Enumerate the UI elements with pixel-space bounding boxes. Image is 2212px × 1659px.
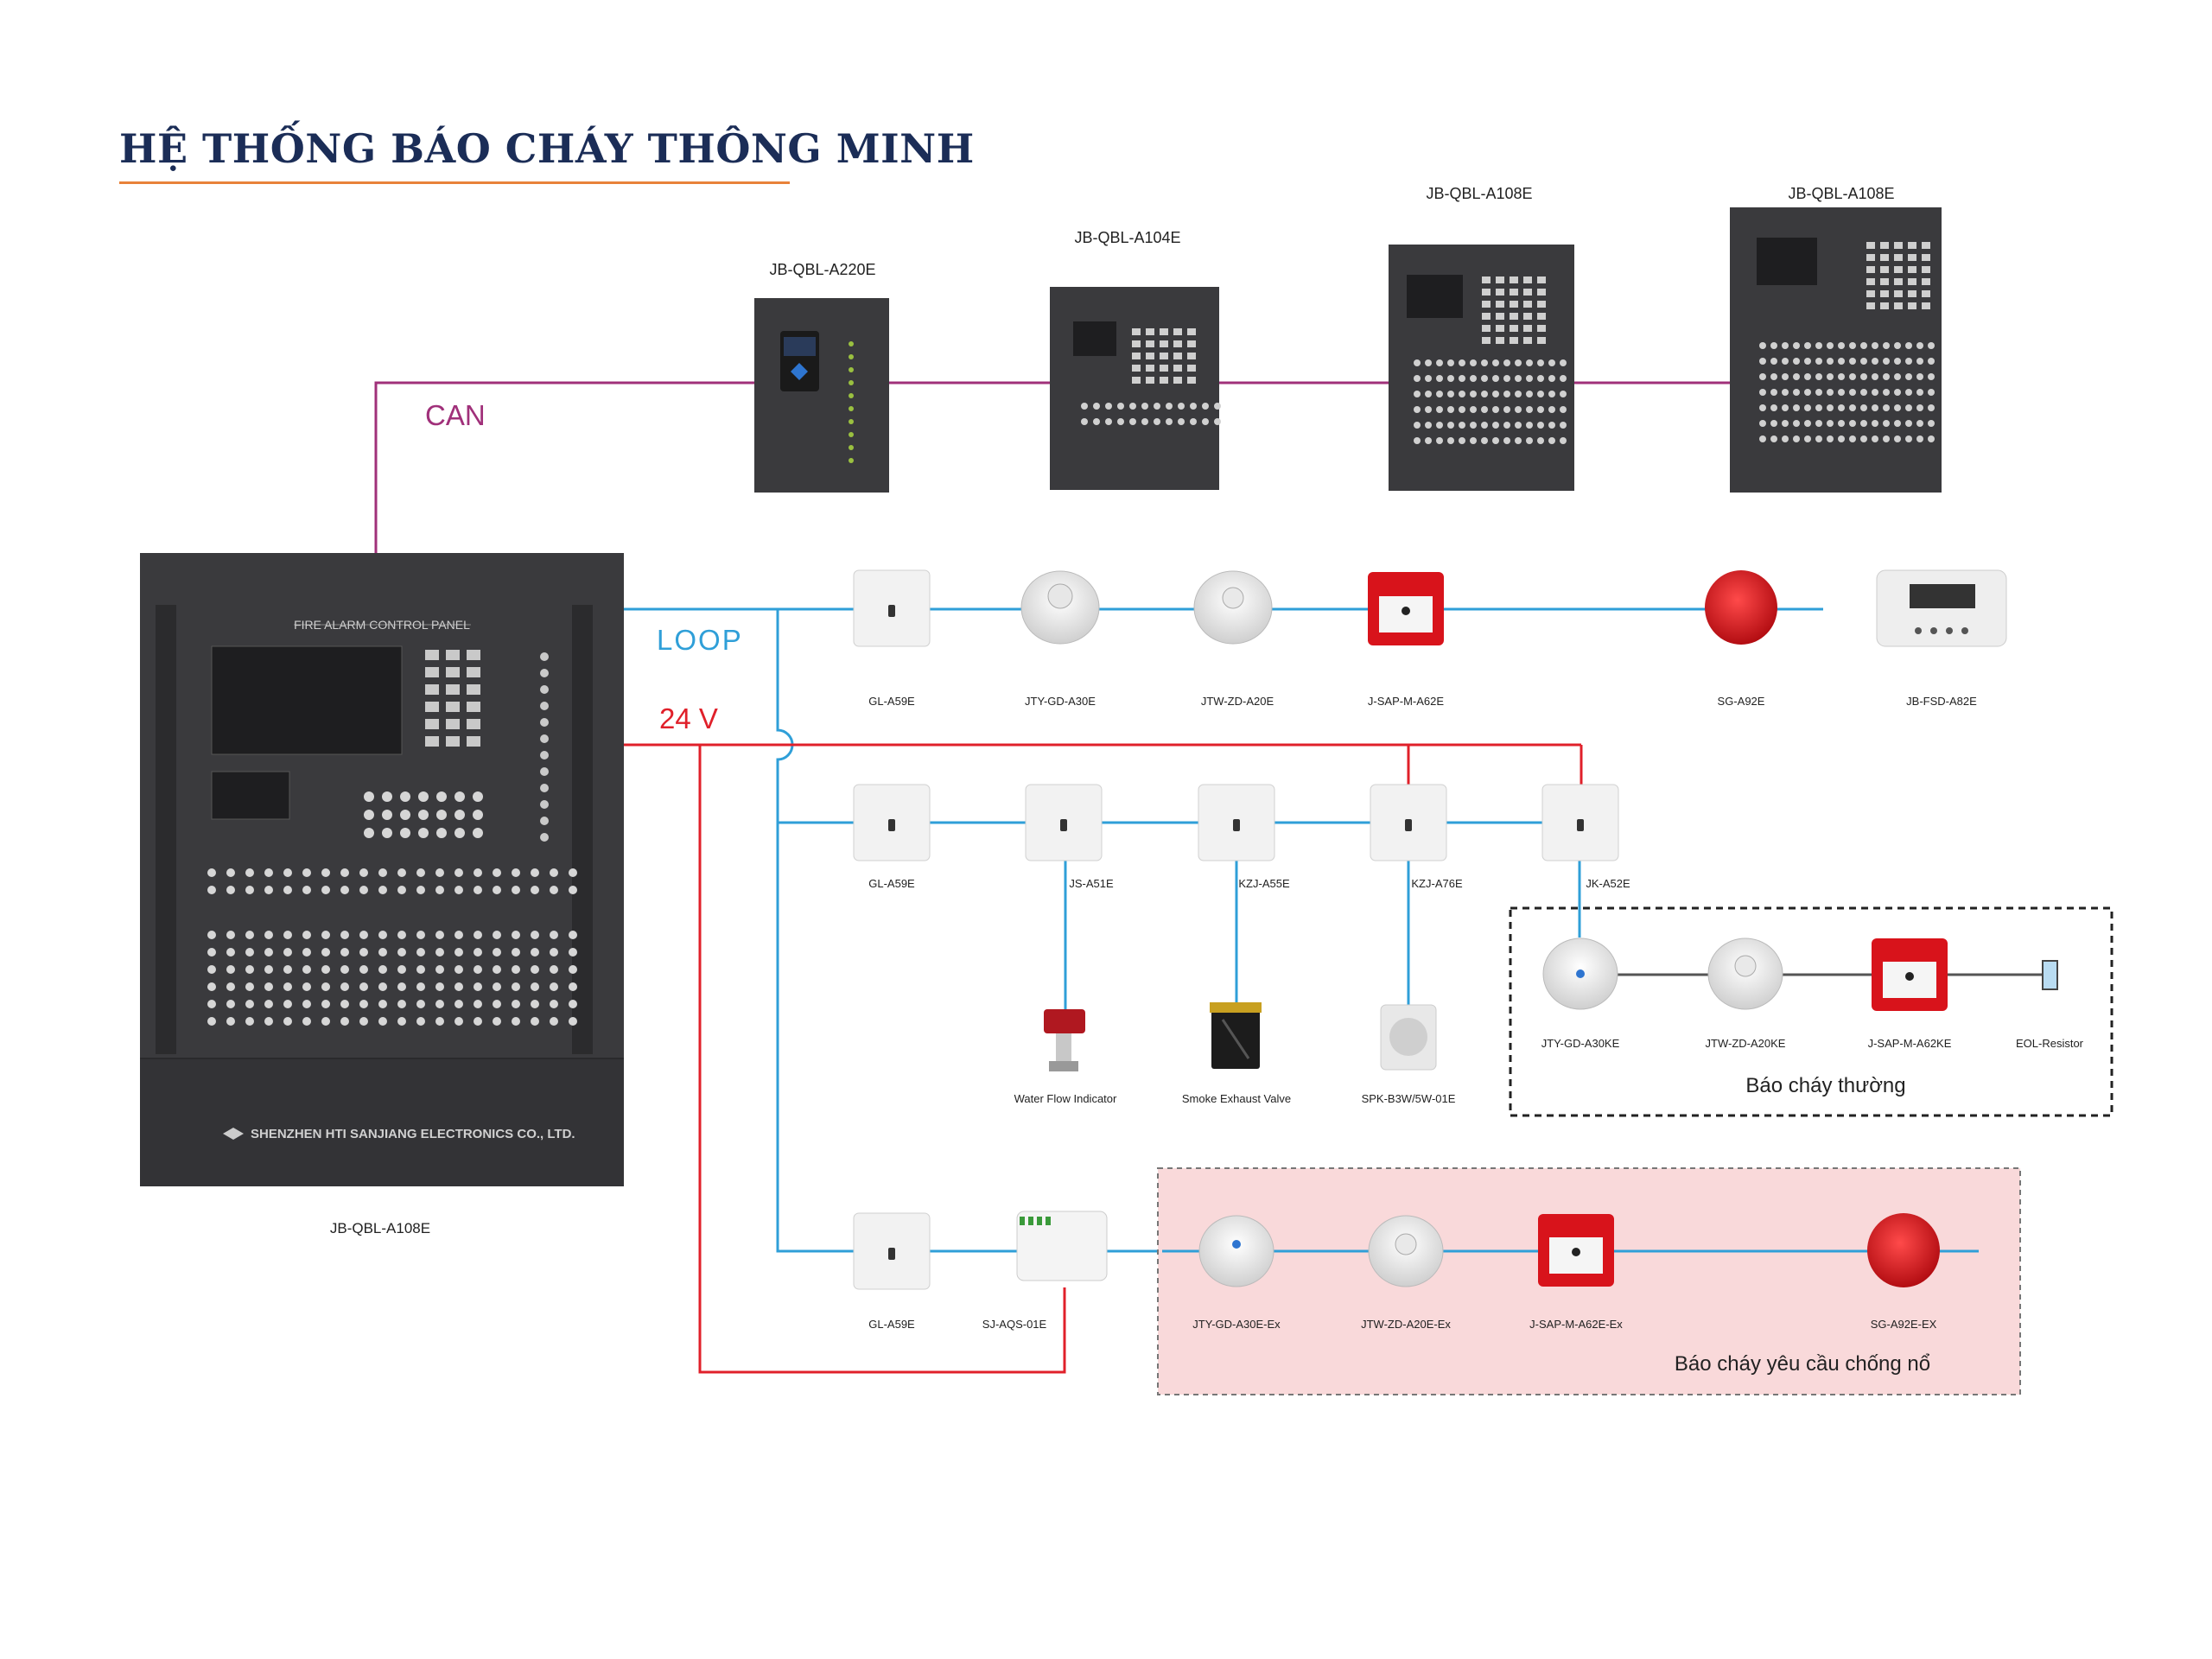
- ex-label-4: SG-A92E-EX: [1871, 1318, 1937, 1331]
- isolator-module-icon: [853, 569, 931, 647]
- heat-detector-icon: [1193, 570, 1273, 645]
- row1-label-5: SG-A92E: [1718, 695, 1765, 708]
- network-panel-2-label: JB-QBL-A104E: [1074, 229, 1180, 246]
- row2-label-5: JK-A52E: [1586, 877, 1630, 890]
- exhaust-valve-icon: [1210, 1002, 1262, 1069]
- fire-display-icon: [1876, 569, 2007, 647]
- conv-label-4: EOL-Resistor: [2016, 1037, 2084, 1050]
- loop-label: LOOP: [657, 624, 743, 656]
- row1-label-2: JTY-GD-A30E: [1025, 695, 1096, 708]
- heat-detector-icon: [1707, 938, 1783, 1010]
- ex-caption: Báo cháy yêu cầu chống nổ: [1675, 1352, 1930, 1376]
- conventional-zone: [1509, 906, 2113, 1117]
- title-underline: [119, 181, 790, 184]
- speaker-icon: [1380, 1004, 1437, 1071]
- smoke-detector-icon: [1542, 938, 1618, 1010]
- network-panel-1: [754, 298, 889, 493]
- isolator-module-icon: [853, 1212, 931, 1290]
- network-panel-3: [1389, 245, 1574, 491]
- row2-label-2: JS-A51E: [1069, 877, 1114, 890]
- main-control-panel: FIRE ALARM CONTROL PANEL SHENZHEN HTI SA…: [140, 553, 624, 1186]
- row1-label-1: GL-A59E: [868, 695, 915, 708]
- can-bus: [374, 381, 1745, 553]
- heat-detector-icon: [1368, 1215, 1444, 1287]
- smoke-detector-icon: [1198, 1215, 1274, 1287]
- network-panel-4: [1730, 207, 1942, 493]
- row1-label-3: JTW-ZD-A20E: [1201, 695, 1274, 708]
- row3-label-1: GL-A59E: [868, 1318, 915, 1331]
- row2-label-3: KZJ-A55E: [1238, 877, 1290, 890]
- main-panel-model: JB-QBL-A108E: [330, 1220, 430, 1236]
- resistor-icon: [2042, 960, 2058, 990]
- main-panel-header: FIRE ALARM CONTROL PANEL: [294, 618, 470, 632]
- field-label-2: Smoke Exhaust Valve: [1182, 1092, 1291, 1105]
- row1-label-4: J-SAP-M-A62E: [1368, 695, 1444, 708]
- power-bus: [624, 743, 1583, 1374]
- network-panel-2: [1050, 287, 1221, 490]
- power-label: 24 V: [659, 702, 718, 734]
- field-label-3: SPK-B3W/5W-01E: [1362, 1092, 1456, 1105]
- barrier-icon: [1016, 1211, 1108, 1281]
- io-module-icon: [1541, 784, 1619, 861]
- network-panel-4-label: JB-QBL-A108E: [1788, 185, 1894, 202]
- sounder-icon: [1705, 570, 1777, 645]
- can-label: CAN: [425, 399, 486, 431]
- sounder-icon: [1867, 1213, 1940, 1287]
- manual-call-point-icon: [1872, 938, 1948, 1011]
- row2-label-1: GL-A59E: [868, 877, 915, 890]
- manual-call-point-icon: [1538, 1214, 1614, 1287]
- network-panel-1-label: JB-QBL-A220E: [769, 261, 875, 278]
- manual-call-point-icon: [1368, 572, 1444, 645]
- main-panel-screen: [211, 645, 403, 755]
- row3-label-2: SJ-AQS-01E: [982, 1318, 1047, 1331]
- conventional-caption: Báo cháy thường: [1745, 1074, 1905, 1097]
- io-module-icon: [1198, 784, 1275, 861]
- page-title: HỆ THỐNG BÁO CHÁY THÔNG MINH: [119, 125, 975, 172]
- conv-label-1: JTY-GD-A30KE: [1541, 1037, 1620, 1050]
- conv-label-3: J-SAP-M-A62KE: [1868, 1037, 1952, 1050]
- isolator-module-icon: [853, 784, 931, 861]
- loop-bus: [624, 607, 1979, 1253]
- conv-label-2: JTW-ZD-A20KE: [1706, 1037, 1786, 1050]
- smoke-detector-icon: [1020, 570, 1100, 645]
- field-label-1: Water Flow Indicator: [1014, 1092, 1117, 1105]
- ex-label-2: JTW-ZD-A20E-Ex: [1361, 1318, 1451, 1331]
- network-panel-3-label: JB-QBL-A108E: [1426, 185, 1532, 202]
- row2-label-4: KZJ-A76E: [1411, 877, 1463, 890]
- ex-label-1: JTY-GD-A30E-Ex: [1192, 1318, 1281, 1331]
- row1-label-6: JB-FSD-A82E: [1906, 695, 1977, 708]
- main-panel-brand: SHENZHEN HTI SANJIANG ELECTRONICS CO., L…: [251, 1127, 575, 1141]
- io-module-icon: [1370, 784, 1447, 861]
- io-module-icon: [1025, 784, 1103, 861]
- water-flow-indicator-icon: [1044, 1009, 1085, 1071]
- ex-label-3: J-SAP-M-A62E-Ex: [1529, 1318, 1623, 1331]
